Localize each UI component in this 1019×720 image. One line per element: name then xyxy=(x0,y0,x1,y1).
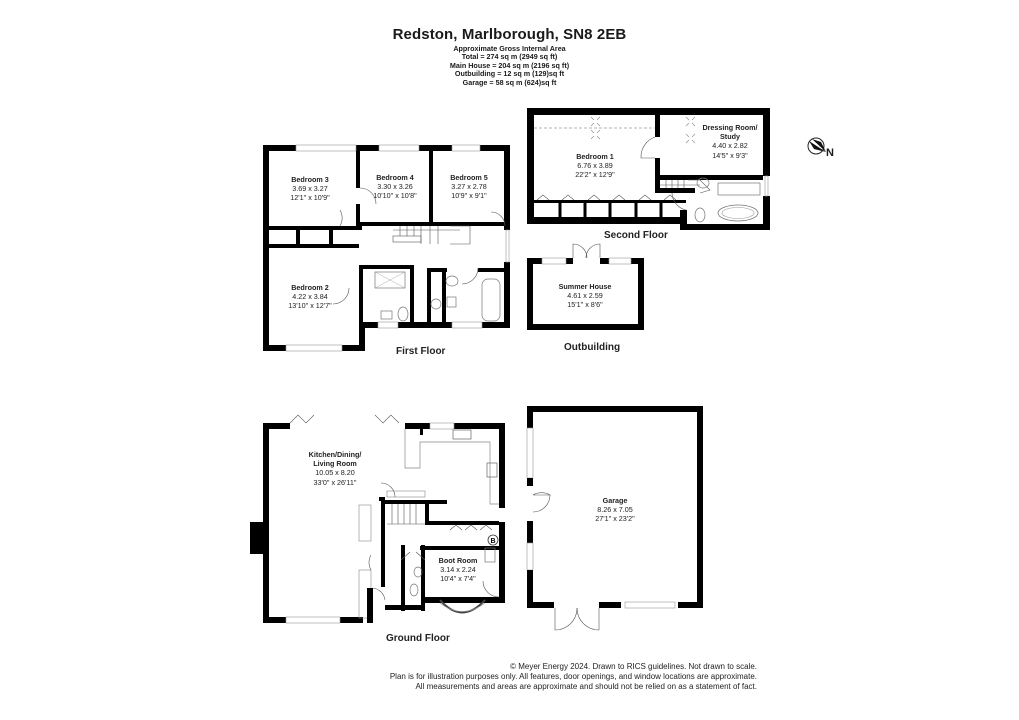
ground-floor-plan: B xyxy=(250,414,505,624)
room-name: Bedroom 4 xyxy=(376,173,414,182)
room-metric: 3.69 x 3.27 xyxy=(292,184,328,194)
room-name: Bedroom 1 xyxy=(576,152,614,161)
room-imperial: 12'1" x 10'9" xyxy=(290,193,330,203)
room-imperial: 13'10" x 12'7" xyxy=(288,301,332,311)
garage-plan xyxy=(526,406,703,631)
room-bedroom-2: Bedroom 2 4.22 x 3.84 13'10" x 12'7" xyxy=(270,283,350,311)
room-metric: 8.26 x 7.05 xyxy=(597,505,633,515)
area-garage: Garage = 58 sq m (624)sq ft xyxy=(462,77,557,87)
room-garage: Garage 8.26 x 7.05 27'1" x 23'2" xyxy=(580,496,650,524)
room-imperial: 22'2" x 12'9" xyxy=(575,170,615,180)
first-floor-plan xyxy=(263,144,510,352)
room-imperial: 14'5" x 9'3" xyxy=(712,150,748,160)
room-dressing-room-study: Dressing Room/ Study 4.40 x 2.82 14'5" x… xyxy=(690,123,770,160)
room-metric: 4.61 x 2.59 xyxy=(567,291,603,301)
property-title: Redston, Marlborough, SN8 2EB xyxy=(392,26,627,43)
room-name: Dressing Room/ xyxy=(702,123,758,132)
room-metric: 3.30 x 3.26 xyxy=(377,182,413,192)
floor-label-first: First Floor xyxy=(396,346,446,357)
room-kitchen-dining-living: Kitchen/Dining/ Living Room 10.05 x 8.20… xyxy=(295,450,375,487)
room-metric: 3.14 x 2.24 xyxy=(440,565,476,575)
compass-north-icon xyxy=(807,137,826,155)
copyright-line: © Meyer Energy 2024. Drawn to RICS guide… xyxy=(510,662,757,671)
room-imperial: 10'9" x 9'1" xyxy=(451,191,487,201)
room-imperial: 15'1" x 8'6" xyxy=(567,300,603,310)
area-main-house: Main House = 204 sq m (2196 sq ft) xyxy=(449,60,570,70)
area-outbuilding: Outbuilding = 12 sq m (129)sq ft xyxy=(454,69,565,79)
room-name-2: Living Room xyxy=(313,459,357,469)
boiler-label: B xyxy=(490,538,495,545)
area-subtitle: Approximate Gross Internal Area xyxy=(453,44,566,53)
room-name: Garage xyxy=(602,496,628,505)
disclaimer-line-1: Plan is for illustration purposes only. … xyxy=(389,672,757,681)
room-name: Boot Room xyxy=(438,556,478,565)
room-imperial: 27'1" x 23'2" xyxy=(595,514,635,524)
floor-label-outbuilding: Outbuilding xyxy=(564,342,621,353)
plan-header: Redston, Marlborough, SN8 2EB Approximat… xyxy=(0,26,1019,87)
room-bedroom-1: Bedroom 1 6.76 x 3.89 22'2" x 12'9" xyxy=(565,152,625,180)
room-imperial: 10'4" x 7'4" xyxy=(440,574,476,584)
floor-label-ground: Ground Floor xyxy=(386,633,450,644)
room-metric: 6.76 x 3.89 xyxy=(577,161,613,171)
room-summer-house: Summer House 4.61 x 2.59 15'1" x 8'6" xyxy=(545,282,625,310)
room-imperial: 33'0" x 26'11" xyxy=(313,477,357,487)
room-metric: 10.05 x 8.20 xyxy=(315,468,355,478)
room-name: Bedroom 2 xyxy=(291,283,329,292)
area-total: Total = 274 sq m (2949 sq ft) xyxy=(461,52,558,62)
room-boot-room: Boot Room 3.14 x 2.24 10'4" x 7'4" xyxy=(430,556,486,584)
room-name: Bedroom 5 xyxy=(450,173,488,182)
room-name-2: Study xyxy=(720,132,740,142)
room-metric: 4.22 x 3.84 xyxy=(292,292,328,302)
disclaimer-line-2: All measurements and areas are approxima… xyxy=(415,682,757,691)
room-imperial: 10'10" x 10'8" xyxy=(373,191,417,201)
second-floor-plan xyxy=(527,108,770,230)
room-name: Summer House xyxy=(558,282,612,291)
compass-north-label: N xyxy=(826,147,834,159)
room-metric: 3.27 x 2.78 xyxy=(451,182,487,192)
outbuilding-plan xyxy=(527,243,644,330)
room-name: Kitchen/Dining/ xyxy=(308,450,362,459)
plan-disclaimer: © Meyer Energy 2024. Drawn to RICS guide… xyxy=(390,662,757,692)
room-bedroom-3: Bedroom 3 3.69 x 3.27 12'1" x 10'9" xyxy=(270,175,350,203)
room-bedroom-4: Bedroom 4 3.30 x 3.26 10'10" x 10'8" xyxy=(360,173,430,201)
room-metric: 4.40 x 2.82 xyxy=(712,141,748,151)
floor-label-second: Second Floor xyxy=(604,230,668,241)
room-name: Bedroom 3 xyxy=(291,175,329,184)
room-bedroom-5: Bedroom 5 3.27 x 2.78 10'9" x 9'1" xyxy=(434,173,504,201)
